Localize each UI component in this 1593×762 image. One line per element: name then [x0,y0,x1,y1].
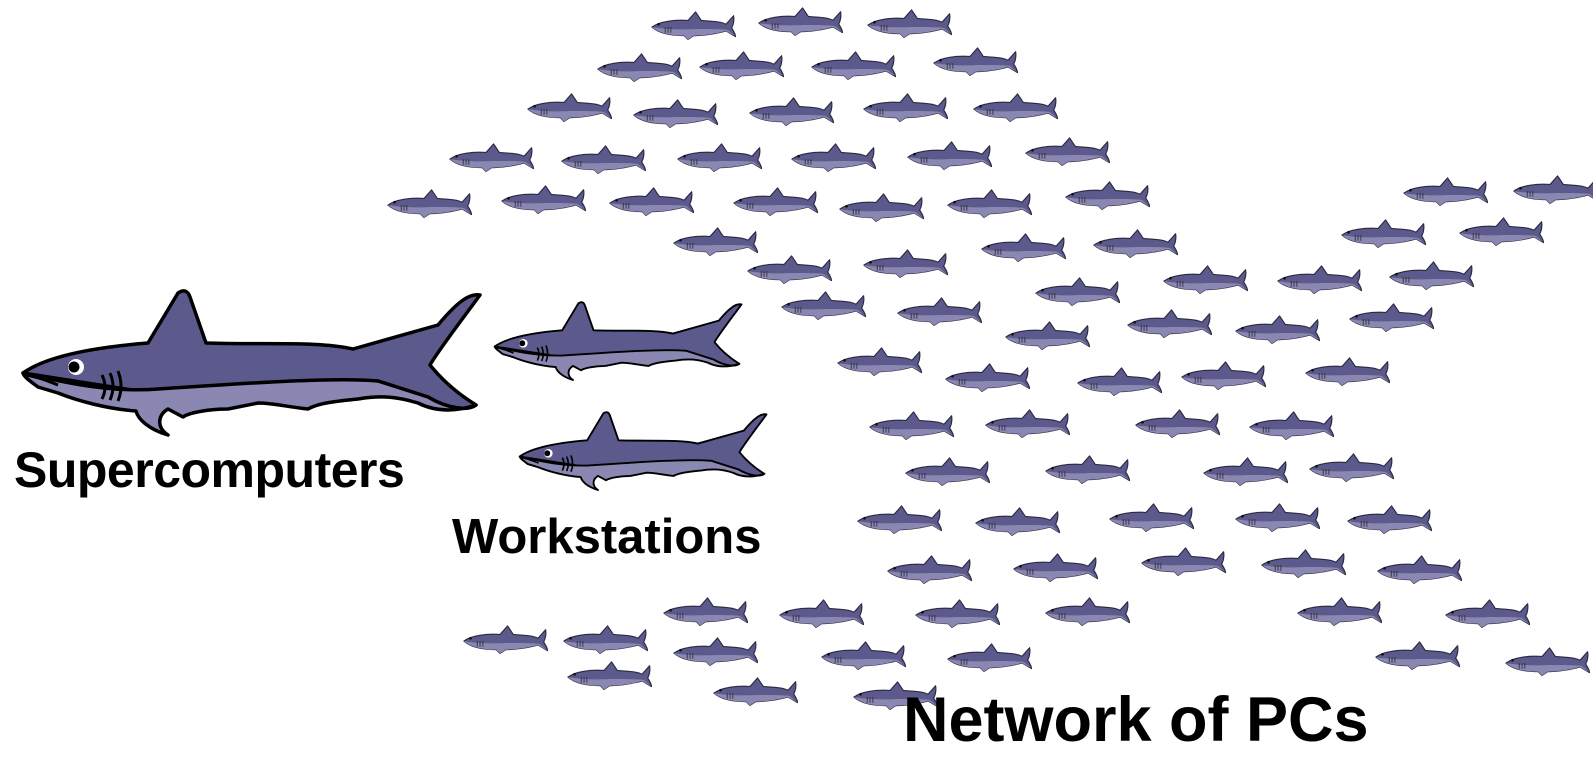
pc-shark-icon [1035,277,1121,307]
pc-shark-icon [677,143,763,173]
pc-shark-icon [1005,321,1091,351]
pc-shark-icon [973,93,1059,123]
pc-shark-icon [1305,357,1391,387]
pc-shark-icon [1341,219,1427,249]
pc-shark-icon [747,255,833,285]
pc-shark-icon [1445,599,1531,629]
pc-shark-icon [863,249,949,279]
pc-shark-icon [567,661,653,691]
pc-shark-icon [749,97,835,127]
pc-shark-icon [699,51,785,81]
network-of-pcs-label: Network of PCs [903,685,1369,755]
pc-shark-icon [463,625,549,655]
pc-shark-icon [1135,409,1221,439]
pc-shark-icon [449,143,535,173]
pc-shark-icon [713,677,799,707]
pc-shark-icon [837,347,923,377]
pc-shark-icon [1077,367,1163,397]
pc-shark-icon [1045,597,1131,627]
pc-shark-icon [561,145,647,175]
pc-shark-icon [1297,597,1383,627]
pc-shark-icon [915,599,1001,629]
pc-shark-icon [387,189,473,219]
pc-shark-icon [1093,229,1179,259]
pc-shark-icon [1377,555,1463,585]
pc-shark-icon [733,187,819,217]
pc-shark-icon [1025,137,1111,167]
pc-shark-icon [933,47,1019,77]
pc-shark-icon [1127,309,1213,339]
pc-shark-icon [563,625,649,655]
pc-shark-icon [1013,553,1099,583]
pc-shark-icon [1375,641,1461,671]
pc-shark-icon [597,53,683,83]
pc-shark-icon [1065,181,1151,211]
pc-shark-icon [945,363,1031,393]
pc-shark-icon [633,99,719,129]
pc-shark-icon [1347,505,1433,535]
pc-shark-icon [947,643,1033,673]
pc-shark-icon [1459,217,1545,247]
pc-shark-icon [981,233,1067,263]
pc-shark-icon [1261,549,1347,579]
pc-shark-icon [1505,647,1591,677]
pc-shark-icon [781,291,867,321]
pc-shark-icon [1249,411,1335,441]
pc-shark-icon [1403,177,1489,207]
pc-shark-icon [975,507,1061,537]
pc-shark-icon [1163,265,1249,295]
pc-shark-icon [501,185,587,215]
pc-shark-icon [863,93,949,123]
pc-shark-icon [907,141,993,171]
pc-shark-icon [1109,503,1195,533]
pc-shark-icon [1349,303,1435,333]
pc-shark-icon [779,599,865,629]
pc-shark-icon [1181,361,1267,391]
pc-shark-icon [821,641,907,671]
pc-shark-icon [1235,503,1321,533]
pc-shark-icon [839,193,925,223]
pc-shark-icon [905,457,991,487]
workstation-shark-icon [518,411,768,491]
pc-shark-icon [1141,547,1227,577]
pc-shark-icon [1389,261,1475,291]
workstations-label: Workstations [452,510,762,564]
pc-shark-icon [1309,453,1395,483]
pc-shark-icon [1045,455,1131,485]
pc-shark-icon [791,143,877,173]
pc-shark-icon [673,227,759,257]
pc-shark-icon [1513,175,1593,205]
pc-shark-icon [609,187,695,217]
pc-shark-icon [663,597,749,627]
pc-shark-icon [985,409,1071,439]
supercomputer-shark-icon [21,289,482,437]
pc-shark-icon [673,637,759,667]
pc-shark-icon [857,505,943,535]
pc-shark-icon [887,555,973,585]
pc-shark-icon [811,51,897,81]
supercomputers-label: Supercomputers [14,442,405,498]
pc-shark-icon [897,297,983,327]
pc-shark-icon [1203,457,1289,487]
pc-shark-icon [869,411,955,441]
pc-shark-icon [1277,265,1363,295]
pc-shark-icon [867,9,953,39]
workstation-shark-icon [493,301,743,381]
pc-shark-icon [1235,315,1321,345]
pc-shark-icon [947,189,1033,219]
pc-shark-icon [758,7,844,37]
pc-shark-icon [527,93,613,123]
pc-shark-icon [651,11,737,41]
